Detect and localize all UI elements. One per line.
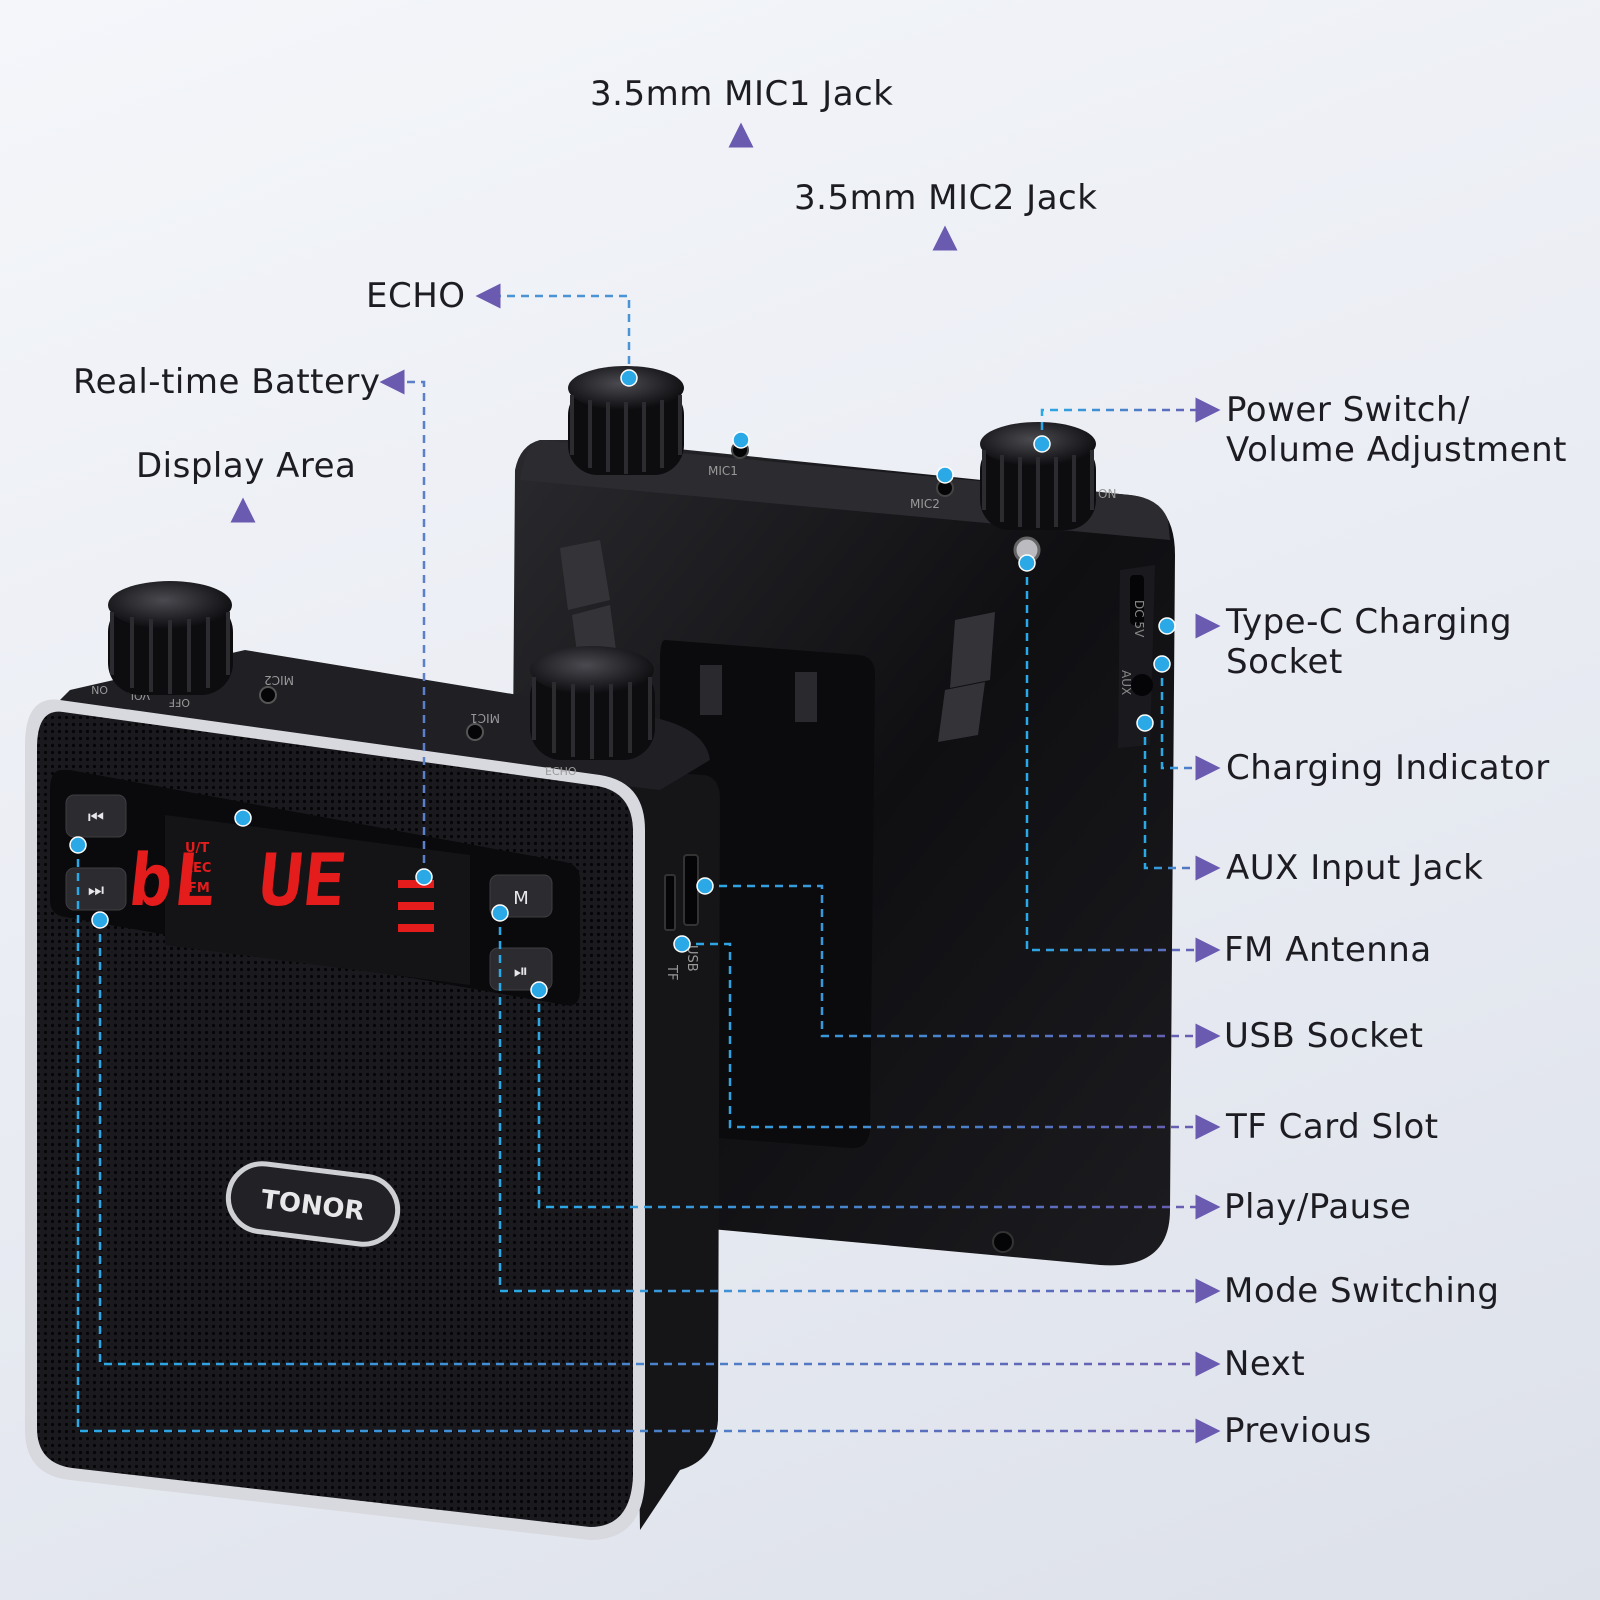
front-device: ⏮ ⏭ M ⏯ U/T REC FM bL UE TONOR M bbox=[25, 581, 720, 1540]
dc5v-port-label: DC 5V bbox=[1132, 600, 1146, 638]
play-pause-button[interactable]: ⏯ bbox=[489, 947, 553, 991]
display-indicator-ut: U/T bbox=[185, 841, 209, 856]
previous-button[interactable]: ⏮ bbox=[65, 794, 127, 838]
tf-slot-label: TF bbox=[664, 964, 679, 980]
label-typec-line1: Type-C Charging bbox=[1226, 602, 1513, 642]
dot-tf bbox=[673, 935, 691, 953]
display-indicator-rec: REC bbox=[183, 861, 211, 876]
callout-battery bbox=[379, 369, 426, 877]
back-mic2-label: MIC2 bbox=[910, 497, 940, 511]
strap-slot-right bbox=[950, 612, 995, 688]
label-battery: Real-time Battery bbox=[73, 362, 381, 402]
callout-mode bbox=[498, 913, 1221, 1304]
dot-usb bbox=[696, 877, 714, 895]
next-button[interactable]: ⏭ bbox=[65, 867, 127, 911]
callout-fm bbox=[1025, 563, 1221, 963]
dot-display bbox=[234, 809, 252, 827]
label-aux-input: AUX Input Jack bbox=[1226, 848, 1484, 888]
callout-play-pause bbox=[537, 990, 1221, 1220]
dot-charging-indicator bbox=[1153, 655, 1171, 673]
usb-slot-label: USB bbox=[684, 945, 699, 972]
dot-fm bbox=[1018, 554, 1036, 572]
dot-mic2 bbox=[936, 466, 954, 484]
next-icon: ⏭ bbox=[88, 880, 104, 901]
callout-next bbox=[98, 920, 1221, 1377]
volume-knob-front bbox=[108, 581, 233, 695]
front-off-label: OFF bbox=[169, 696, 190, 709]
front-mic2-jack bbox=[259, 686, 277, 704]
callout-power bbox=[1040, 397, 1221, 444]
tonor-logo: TONOR bbox=[225, 1161, 401, 1247]
label-power-line1: Power Switch/ bbox=[1226, 390, 1470, 430]
label-fm-antenna: FM Antenna bbox=[1224, 930, 1432, 970]
front-echo-label: ECHO bbox=[545, 765, 577, 778]
clip-slot-right bbox=[795, 672, 817, 722]
echo-knob-front bbox=[530, 646, 655, 760]
callout-lines bbox=[76, 122, 1221, 1444]
dot-mic1 bbox=[732, 431, 750, 449]
strap-slot-left bbox=[560, 540, 610, 610]
callout-charging-indicator bbox=[1160, 664, 1221, 781]
play-pause-icon: ⏯ bbox=[514, 961, 528, 982]
clip-slot-left bbox=[700, 665, 722, 715]
label-display-area: Display Area bbox=[136, 446, 357, 486]
battery-indicator-icon bbox=[398, 880, 434, 932]
dot-previous bbox=[69, 836, 87, 854]
tf-card-slot bbox=[664, 874, 676, 931]
label-mode-switching: Mode Switching bbox=[1224, 1271, 1500, 1311]
label-power-line2: Volume Adjustment bbox=[1226, 430, 1567, 470]
dot-play-pause bbox=[530, 981, 548, 999]
back-side-panel bbox=[1118, 565, 1155, 748]
echo-knob-back bbox=[568, 366, 684, 475]
label-typec-line2: Socket bbox=[1226, 642, 1343, 682]
dot-typec bbox=[1158, 617, 1176, 635]
display-indicator-fm: FM bbox=[188, 881, 210, 896]
back-on-label: ON bbox=[1098, 487, 1116, 501]
display-text: bL UE bbox=[125, 839, 351, 923]
aux-port-label: AUX bbox=[1119, 670, 1133, 695]
back-mic1-label: MIC1 bbox=[708, 464, 738, 478]
front-mic1-jack bbox=[466, 723, 484, 741]
label-previous: Previous bbox=[1224, 1411, 1372, 1451]
mode-button-label: M bbox=[513, 888, 529, 909]
callout-echo bbox=[475, 283, 631, 378]
aux-port bbox=[1131, 674, 1153, 696]
back-lanyard-hole bbox=[992, 1231, 1014, 1253]
callout-dots bbox=[69, 369, 1176, 999]
dot-power bbox=[1033, 435, 1051, 453]
callout-tf bbox=[682, 942, 1221, 1140]
front-mic1-label: MIC1 bbox=[470, 711, 500, 725]
label-charging-indicator: Charging Indicator bbox=[1226, 748, 1550, 788]
label-echo: ECHO bbox=[366, 276, 466, 316]
usb-socket bbox=[683, 854, 699, 926]
label-next: Next bbox=[1224, 1344, 1306, 1384]
callout-usb bbox=[705, 884, 1221, 1049]
front-mic2-label: MIC2 bbox=[264, 673, 294, 687]
label-play-pause: Play/Pause bbox=[1224, 1187, 1412, 1227]
label-mic1-jack: 3.5mm MIC1 Jack bbox=[590, 74, 894, 114]
dot-battery bbox=[415, 868, 433, 886]
strap-slot-right-2 bbox=[938, 682, 985, 742]
front-on-label: ON bbox=[91, 683, 108, 696]
dot-echo bbox=[620, 369, 638, 387]
callout-aux bbox=[1143, 723, 1221, 881]
label-tf-card: TF Card Slot bbox=[1226, 1107, 1439, 1147]
dot-mode bbox=[491, 904, 509, 922]
dot-aux bbox=[1136, 714, 1154, 732]
previous-icon: ⏮ bbox=[88, 807, 104, 828]
typec-port bbox=[1130, 575, 1144, 625]
display-glass bbox=[165, 815, 470, 985]
label-usb-socket: USB Socket bbox=[1224, 1016, 1424, 1056]
label-mic2-jack: 3.5mm MIC2 Jack bbox=[794, 178, 1098, 218]
dot-next bbox=[91, 911, 109, 929]
